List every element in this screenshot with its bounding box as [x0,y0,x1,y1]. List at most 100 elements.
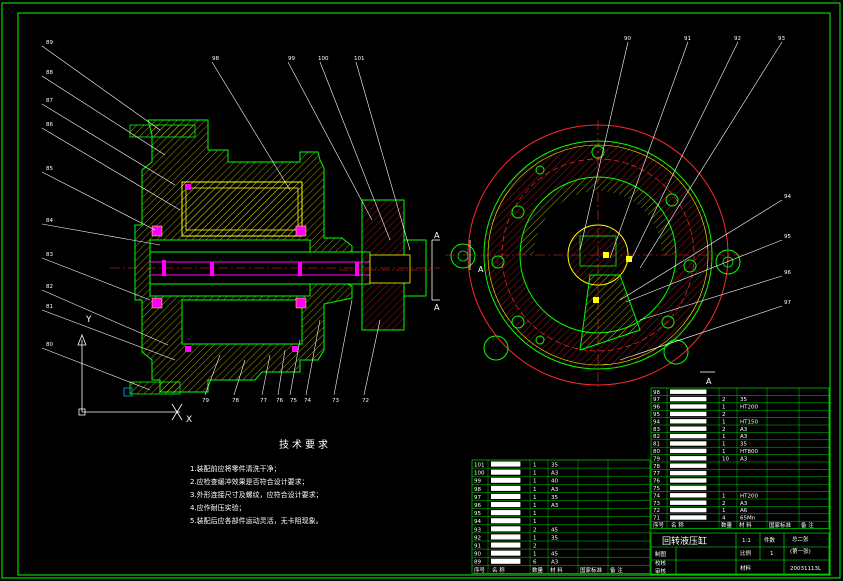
part-label: 83 [46,252,53,258]
bom-row-qty: 1 [722,508,726,514]
bom-row-mat: 35 [551,463,558,469]
bom-name-block [491,493,521,499]
title-material-label: 材料 [740,564,752,572]
part-label: 94 [784,194,791,200]
bom-header-std: 国家标准 [769,521,792,529]
title-scale-label: 比例 [740,549,752,557]
bom-row-mat: 35 [551,535,558,541]
bom-row-qty: 1 [533,552,537,558]
part-label: 86 [46,122,53,128]
bom-row-no: 97 [653,397,660,403]
bom-row-mat: HT200 [740,405,758,411]
title-code: 20031113L [790,566,822,572]
bom-row-qty: 1 [722,449,726,455]
bom-row-mat: A3 [551,560,559,566]
bom-row-qty: 2 [533,527,537,533]
bom-row-no: 90 [474,552,481,558]
bom-row-no: 95 [474,511,481,517]
bom-row-qty: 10 [722,456,729,462]
part-label: 93 [778,36,785,42]
notes-line: 2.应检查缓冲效果是否符合设计要求； [190,478,309,486]
bom-name-block [670,411,707,417]
title-approve-label: 审核 [655,567,667,575]
part-label: 92 [734,36,741,42]
bom-row-mat: A3 [551,487,559,493]
bom-row-no: 98 [474,487,481,493]
bom-row-mat: A3 [740,501,748,507]
bom-row-no: 96 [474,503,481,509]
bom-row-no: 101 [474,463,485,469]
title-draw-label: 制图 [655,550,667,558]
bom-header-note: 备 注 [610,566,623,574]
part-label: 78 [232,398,239,404]
part-label: 88 [46,70,53,76]
bom-name-block [491,550,521,556]
bom-name-block [670,485,707,491]
bom-name-block [670,426,707,431]
part-label: 101 [354,56,365,62]
bom-row-no: 93 [474,527,481,533]
bom-row-no: 79 [653,456,660,462]
bom-header-note: 备 注 [801,521,814,529]
bom-row-qty: 2 [722,412,726,418]
bom-row-no: 82 [653,434,660,440]
bom-row-mat: A3 [551,503,559,509]
top-part-labels: 98 99 100 101 [212,56,365,62]
bom-name-block [670,507,707,513]
bom-name-block [491,461,521,467]
left-leaders [41,45,181,391]
bom-row-no: 75 [653,486,660,492]
bom-row-qty: 1 [722,434,726,440]
end-view [445,120,745,390]
bom-row-no: 77 [653,471,660,477]
notes-line: 1.装配前应将零件清洗干净； [190,465,281,473]
bom-row-no: 95 [653,412,660,418]
bom-row-qty: 2 [722,397,726,403]
bom-header-mat: 材 料 [550,566,563,574]
bom-row-no: 78 [653,464,660,470]
inner-border [17,12,831,576]
bom-row-qty: 2 [722,427,726,433]
part-label: 72 [362,398,369,404]
title-sheets: 总二张 [792,535,809,543]
part-label: 77 [260,398,267,404]
bom-name-block [670,470,707,476]
bom-row-mat: 35 [740,442,747,448]
bom-row-no: 97 [474,495,481,501]
bom-name-block [491,534,521,540]
bom-row-qty: 1 [533,503,537,509]
bom-row-mat: A6 [740,508,748,514]
bom-row-qty: 4 [722,516,726,522]
bom-name-block [491,526,521,532]
left-part-labels: 89 88 87 86 85 84 83 82 81 80 [46,40,53,348]
bom-row-qty: 1 [722,493,726,499]
title-check-label: 校核 [655,559,667,567]
section-mark-bottom: A [434,303,440,312]
bom-row-qty: 1 [533,511,537,517]
title-block [650,532,830,575]
part-label: 91 [684,36,691,42]
part-label: 96 [784,270,791,276]
part-label: 75 [290,398,297,404]
part-label: 99 [288,56,295,62]
bom-name-block [491,558,521,564]
bom-row-qty: 1 [722,419,726,425]
bom-row-qty: 1 [722,405,726,411]
bom-name-block [670,419,707,424]
bottom-part-labels: 79 78 77 76 75 74 73 72 [202,398,369,404]
bom-row-no: 81 [653,442,660,448]
bom-name-block [670,433,707,439]
bom-name-block [670,500,707,505]
part-label: 76 [276,398,283,404]
bom-row-no: 99 [474,479,481,485]
bom-row-qty: 1 [533,479,537,485]
bom-row-mat: HT200 [740,493,758,499]
bom-row-mat: 35 [551,495,558,501]
bom-row-no: 73 [653,501,660,507]
bom-row-qty: 1 [533,471,537,477]
bom-name-block [670,448,707,454]
part-label: 98 [212,56,219,62]
bom-row-qty: 2 [533,544,537,550]
